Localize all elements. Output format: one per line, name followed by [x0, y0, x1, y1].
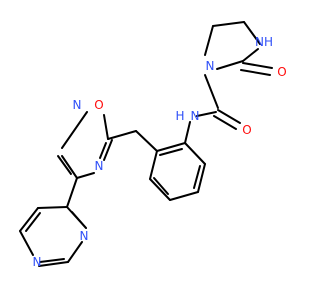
bond — [38, 261, 69, 267]
bond — [240, 69, 271, 76]
bond — [216, 60, 244, 70]
nh-amide-n-label: N — [191, 109, 200, 123]
bond — [217, 109, 241, 124]
bond — [169, 191, 199, 201]
o-carbonyl-ring-label: O — [277, 65, 286, 79]
bond — [149, 178, 171, 201]
bond — [61, 111, 88, 149]
bond — [103, 114, 109, 140]
bond — [213, 115, 237, 130]
bond — [37, 206, 68, 209]
bond — [99, 142, 107, 159]
bond — [19, 230, 34, 256]
bond — [184, 142, 206, 165]
bond — [19, 207, 39, 232]
bonds — [19, 21, 273, 267]
bond — [71, 211, 87, 229]
n-oxadiazole-2-label: N — [73, 98, 82, 112]
bond — [204, 25, 214, 56]
bond — [76, 172, 95, 179]
bond — [242, 62, 273, 69]
molecule-diagram: NH N O N H O O N N N N — [19, 21, 287, 269]
bond — [242, 48, 259, 62]
bond — [135, 130, 158, 152]
o-oxadiazole-label: O — [94, 98, 103, 112]
nh-ring-label: NH — [255, 35, 273, 49]
n-pyrazine-1-label: N — [80, 229, 89, 243]
bond — [184, 121, 191, 144]
bond — [67, 241, 83, 263]
bond — [149, 150, 158, 180]
atom-labels: NH N O N H O O N N N N — [33, 35, 287, 269]
n-ring-label: N — [206, 59, 215, 73]
bond — [61, 155, 78, 179]
bond — [66, 177, 78, 208]
bond — [193, 165, 201, 189]
n-pyrazine-4-label: N — [33, 255, 42, 269]
o-amide-label: O — [242, 123, 251, 137]
bond — [197, 163, 206, 193]
bond — [57, 155, 72, 175]
bond — [243, 21, 261, 45]
bond — [196, 111, 217, 117]
n-oxadiazole-4-label: N — [95, 159, 104, 173]
bond — [39, 258, 65, 263]
structure-svg: NH N O N H O O N N N N — [19, 21, 287, 269]
nh-amide-h-label: H — [175, 109, 184, 123]
bond — [153, 177, 169, 195]
bond — [103, 139, 113, 161]
bond — [107, 130, 137, 140]
bond — [204, 74, 219, 109]
bond — [212, 21, 245, 27]
bond — [156, 142, 186, 152]
bond — [159, 148, 183, 156]
bond — [25, 212, 41, 232]
